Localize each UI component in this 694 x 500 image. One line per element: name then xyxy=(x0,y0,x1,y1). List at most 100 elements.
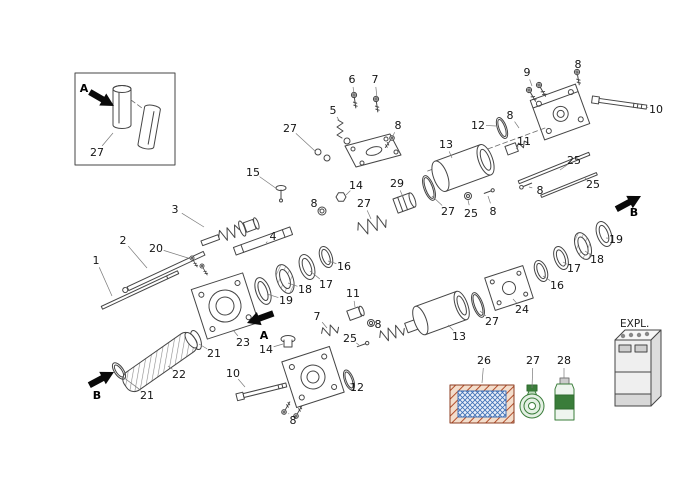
part-label-24: 24 xyxy=(515,303,529,316)
leader-line xyxy=(391,132,395,139)
leader-line xyxy=(352,86,355,95)
spring-27-lower xyxy=(379,324,405,342)
part-label-5: 5 xyxy=(330,104,337,117)
part-label-11: 11 xyxy=(346,287,360,300)
leader-line xyxy=(562,261,568,265)
part-label-15: 15 xyxy=(246,166,260,179)
part-label-17: 17 xyxy=(319,278,333,291)
leader-line xyxy=(101,132,114,147)
leader-line xyxy=(181,212,205,228)
leader-lines xyxy=(98,71,649,415)
leader-line xyxy=(399,190,404,198)
cap-14 xyxy=(280,335,296,348)
leader-line xyxy=(431,195,443,206)
leader-line xyxy=(485,125,497,127)
bolt-10 xyxy=(591,95,648,110)
part-label-28: 28 xyxy=(557,354,571,367)
part-label-21: 21 xyxy=(140,389,154,402)
leader-line xyxy=(529,79,533,87)
oring-12-upper xyxy=(495,117,509,139)
leader-line xyxy=(515,146,519,150)
seal-17-left xyxy=(298,254,316,280)
part-label-8: 8 xyxy=(395,119,402,132)
leader-line xyxy=(584,177,587,180)
part-label-8: 8 xyxy=(507,109,514,122)
part-label-8: 8 xyxy=(311,197,318,210)
part-label-2: 2 xyxy=(120,234,127,247)
part-label-9: 9 xyxy=(524,66,531,79)
expl-caption: EXPL. xyxy=(620,318,649,330)
oring-21-grip xyxy=(111,362,127,380)
part-label-8: 8 xyxy=(537,184,544,197)
view-letter-a: A xyxy=(80,82,89,95)
cylinder-13-upper xyxy=(431,144,495,192)
part-label-21: 21 xyxy=(207,347,221,360)
part-label-14: 14 xyxy=(259,343,273,356)
leader-line xyxy=(259,176,278,190)
leader-line xyxy=(481,367,484,384)
part-label-27: 27 xyxy=(357,197,371,210)
leader-line xyxy=(514,121,520,129)
oring-27-lower xyxy=(471,292,485,318)
leader-line xyxy=(512,298,517,304)
leader-line xyxy=(467,199,470,206)
part-label-8: 8 xyxy=(490,205,497,218)
inset-detail-box xyxy=(74,72,176,166)
view-arrow-b-icon xyxy=(612,189,645,216)
manifold-block xyxy=(529,83,591,141)
part-label-25: 25 xyxy=(567,154,581,167)
part-label-7: 7 xyxy=(372,73,379,86)
leader-line xyxy=(265,241,268,244)
inset-shell-right xyxy=(137,104,161,150)
part-label-16: 16 xyxy=(337,260,351,273)
leader-line xyxy=(542,275,551,281)
leader-line xyxy=(370,324,374,326)
rod-25-upper xyxy=(517,151,591,185)
part-label-11: 11 xyxy=(517,135,531,148)
part-label-29: 29 xyxy=(390,177,404,190)
leader-line xyxy=(98,267,113,297)
leader-line xyxy=(479,310,487,317)
seal-19-left xyxy=(254,277,272,305)
part-label-13: 13 xyxy=(452,330,466,343)
rod-1 xyxy=(100,270,180,310)
pump-block-23 xyxy=(190,272,260,340)
oring-27-small xyxy=(323,154,331,162)
part-label-18: 18 xyxy=(298,283,312,296)
oring-27-small xyxy=(314,148,322,156)
view-letter-b: B xyxy=(630,206,638,219)
leader-line xyxy=(309,270,321,280)
leader-line xyxy=(327,260,337,264)
inset-shell-left xyxy=(112,85,132,129)
part-label-20: 20 xyxy=(149,242,163,255)
leader-line xyxy=(167,365,173,370)
part-label-8: 8 xyxy=(290,414,297,427)
cylinder-13-lower xyxy=(412,290,470,336)
leader-line xyxy=(559,164,568,171)
leader-line xyxy=(584,250,591,255)
part-label-6: 6 xyxy=(349,73,356,86)
seal-18-left xyxy=(275,264,295,294)
seal-16-left xyxy=(318,245,334,269)
leader-line xyxy=(487,195,491,204)
gasket-kit-26 xyxy=(449,384,515,424)
oring-12-lower xyxy=(342,369,356,391)
part-label-10: 10 xyxy=(649,103,663,116)
pump-block-lower xyxy=(281,345,345,409)
pin-8-small xyxy=(483,188,495,194)
part-label-27: 27 xyxy=(441,205,455,218)
leader-line xyxy=(198,343,208,350)
leader-line xyxy=(295,133,316,152)
leader-line xyxy=(237,378,246,388)
part-label-27: 27 xyxy=(90,146,104,159)
part-label-7: 7 xyxy=(314,310,321,323)
part-label-27: 27 xyxy=(485,315,499,328)
leader-line xyxy=(321,321,328,329)
part-label-19: 19 xyxy=(279,294,293,307)
leader-line xyxy=(163,250,189,259)
leader-line xyxy=(447,324,454,331)
leader-line xyxy=(318,208,321,211)
